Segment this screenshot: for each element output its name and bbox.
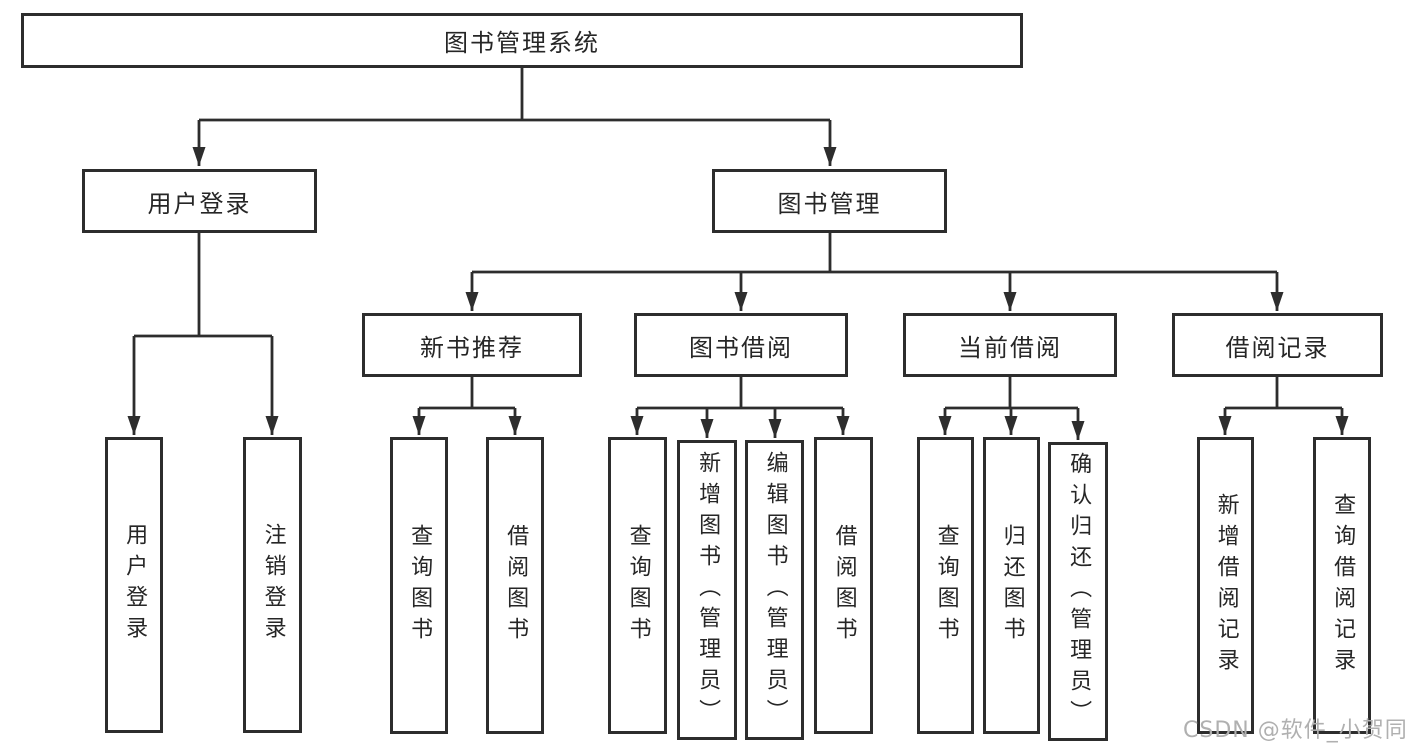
node-label: 借阅图书	[503, 523, 529, 648]
node-label: 图书管理系统	[444, 29, 600, 57]
leaf-query-books-recommend: 查询图书	[390, 437, 448, 734]
leaf-borrow-books-recommend: 借阅图书	[486, 437, 544, 734]
node-label: 注销登录	[260, 523, 286, 647]
node-new-book-recommendation: 新书推荐	[362, 313, 582, 377]
node-label: 当前借阅	[958, 333, 1062, 362]
leaf-user-login: 用户登录	[105, 437, 163, 733]
node-label: 新书推荐	[420, 333, 524, 362]
node-label: 编辑图书（管理员）	[762, 450, 788, 730]
node-user-login: 用户登录	[82, 169, 317, 233]
node-label: 查询图书	[933, 523, 959, 648]
leaf-borrow-books-borrowing: 借阅图书	[814, 437, 873, 734]
node-label: 查询借阅记录	[1330, 492, 1356, 679]
node-label: 确认归还（管理员）	[1066, 452, 1092, 731]
node-label: 归还图书	[999, 523, 1025, 648]
node-current-borrowing: 当前借阅	[903, 313, 1117, 377]
node-label: 用户登录	[147, 189, 252, 218]
leaf-add-books-admin: 新增图书（管理员）	[677, 440, 737, 740]
node-borrowing-records: 借阅记录	[1172, 313, 1383, 377]
leaf-logout: 注销登录	[243, 437, 302, 733]
leaf-query-books-borrowing: 查询图书	[608, 437, 667, 734]
node-label: 图书借阅	[689, 333, 793, 362]
node-label: 查询图书	[407, 523, 433, 648]
node-label: 借阅图书	[831, 523, 857, 648]
node-label: 借阅记录	[1225, 333, 1330, 362]
leaf-return-books: 归还图书	[983, 437, 1040, 734]
leaf-edit-books-admin: 编辑图书（管理员）	[745, 440, 804, 740]
leaf-add-borrow-record: 新增借阅记录	[1197, 437, 1254, 734]
node-label: 查询图书	[625, 523, 651, 648]
csdn-watermark: CSDN @软件_小贺同学	[1183, 718, 1405, 743]
node-label: 新增图书（管理员）	[695, 450, 721, 730]
node-book-management: 图书管理	[712, 169, 947, 233]
leaf-query-borrow-record: 查询借阅记录	[1313, 437, 1371, 734]
node-label: 图书管理	[777, 189, 882, 218]
node-book-borrowing: 图书借阅	[634, 313, 848, 377]
node-label: 用户登录	[122, 523, 148, 647]
leaf-confirm-return-admin: 确认归还（管理员）	[1048, 442, 1108, 741]
node-library-management-system: 图书管理系统	[21, 13, 1023, 68]
node-label: 新增借阅记录	[1213, 492, 1239, 679]
leaf-query-books-current: 查询图书	[917, 437, 974, 734]
